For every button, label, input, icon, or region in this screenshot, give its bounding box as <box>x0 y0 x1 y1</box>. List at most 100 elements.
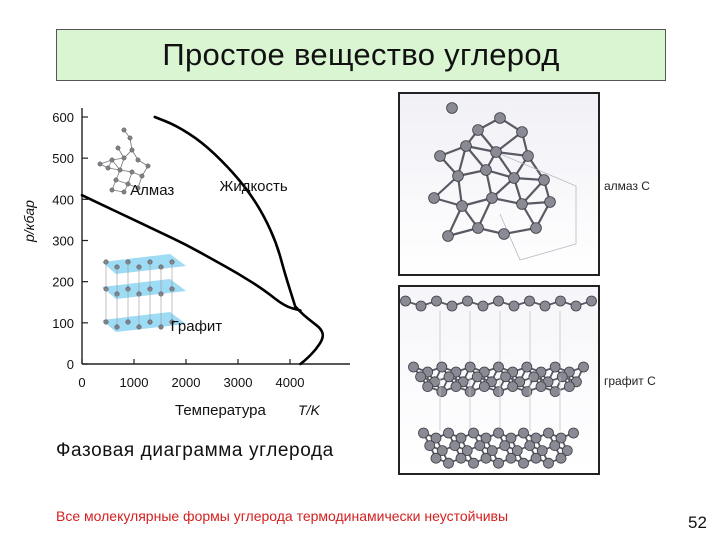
x-tick-label: 0 <box>78 375 85 390</box>
atom <box>97 161 103 167</box>
atom <box>563 381 575 392</box>
atom <box>516 198 528 210</box>
y-tick-label: 300 <box>52 234 74 249</box>
graphite-structure-panel <box>398 285 600 475</box>
atom <box>493 361 504 373</box>
atom <box>524 440 536 452</box>
x-tick-label: 4000 <box>276 375 305 390</box>
atom <box>508 172 520 184</box>
atom <box>400 295 411 307</box>
atom <box>462 295 473 307</box>
atom <box>511 445 523 457</box>
atom <box>477 300 489 312</box>
atom <box>518 427 529 439</box>
atom <box>430 452 442 464</box>
atom <box>443 371 455 383</box>
atom <box>472 124 484 136</box>
phase-boundaries <box>80 115 325 366</box>
atom <box>117 167 123 173</box>
atom <box>415 300 427 312</box>
atom <box>578 361 589 373</box>
atom <box>499 440 511 452</box>
atom <box>418 427 429 439</box>
atom <box>136 324 142 330</box>
x-axis-unit: T/K <box>298 402 320 418</box>
atom <box>478 381 490 392</box>
atom <box>135 157 141 163</box>
atom <box>535 381 547 392</box>
atom <box>474 440 486 452</box>
atom <box>472 222 484 234</box>
atom <box>436 386 448 397</box>
atom <box>549 440 561 452</box>
atom <box>493 427 504 439</box>
atom <box>147 319 153 325</box>
atom <box>480 452 492 464</box>
atom <box>121 189 127 195</box>
diamond-structure-panel <box>398 92 600 276</box>
atom <box>121 155 127 161</box>
y-tick-label: 100 <box>52 316 74 331</box>
atom <box>555 295 566 307</box>
diamond-label: алмаз С <box>604 179 650 193</box>
atom <box>568 427 579 439</box>
graphite-lattice-image <box>400 295 597 469</box>
atom <box>508 300 520 312</box>
atom <box>428 192 440 204</box>
atom <box>486 445 498 457</box>
y-tick-label: 0 <box>67 357 74 372</box>
atom <box>105 165 111 171</box>
atom <box>408 361 419 373</box>
atom <box>449 440 461 452</box>
atom <box>468 427 479 439</box>
atom <box>521 361 533 373</box>
atom <box>493 295 504 307</box>
atom <box>544 196 556 208</box>
region-label: Жидкость <box>219 178 287 195</box>
title-banner: Простое вещество углерод <box>56 29 666 81</box>
atom <box>431 295 442 307</box>
y-tick-label: 400 <box>52 192 74 207</box>
atom <box>516 126 528 138</box>
atom <box>452 170 464 182</box>
atom <box>490 146 502 158</box>
atom <box>442 230 454 242</box>
atom <box>135 185 141 191</box>
atom <box>493 386 504 397</box>
atom <box>498 228 510 240</box>
chart-axes <box>81 108 350 365</box>
atom <box>129 169 135 175</box>
atom <box>460 140 472 152</box>
graphite-plane <box>102 279 186 299</box>
x-tick-label: 1000 <box>120 375 149 390</box>
atom <box>555 432 567 444</box>
atom <box>114 324 120 330</box>
atom <box>109 187 115 193</box>
atom <box>461 445 473 457</box>
atom <box>113 177 119 183</box>
atom <box>446 300 458 312</box>
y-axis-label: p/кбар <box>21 200 37 243</box>
y-tick-label: 600 <box>52 110 74 125</box>
atom <box>158 324 164 330</box>
atom <box>586 295 597 307</box>
atom <box>486 192 498 204</box>
atom <box>543 427 554 439</box>
x-tick-label: 2000 <box>172 375 201 390</box>
boundary-diamond-graphite <box>80 193 302 312</box>
atom <box>543 457 554 469</box>
atom <box>455 432 467 444</box>
atom <box>127 135 133 141</box>
atom <box>561 445 573 457</box>
unit-cell-edge <box>499 153 577 261</box>
graphite-plane <box>102 312 186 332</box>
x-axis-label: Температура <box>175 402 267 419</box>
atom <box>125 319 131 325</box>
atom <box>468 457 479 469</box>
region-label: Алмаз <box>130 182 174 199</box>
atom <box>446 102 458 114</box>
diamond-lattice-image <box>428 102 577 261</box>
atom <box>415 371 426 383</box>
